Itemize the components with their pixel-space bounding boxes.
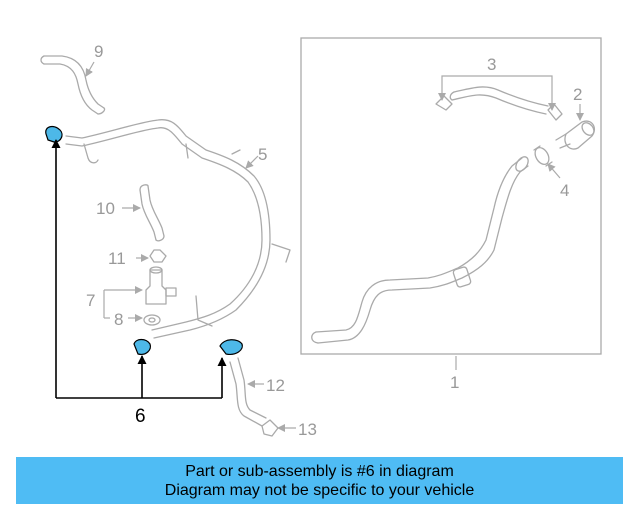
part-1-hose (311, 156, 529, 344)
callout-8: 8 (114, 310, 123, 329)
part-8-washer (143, 314, 161, 326)
part-6-clip-b (133, 338, 151, 355)
part-6-clip-c (219, 339, 243, 355)
info-banner: Part or sub-assembly is #6 in diagram Di… (16, 457, 623, 504)
part-11-clip (149, 249, 167, 263)
part-5-pipe (65, 119, 291, 339)
part-7-valve (145, 266, 177, 305)
part-9-hose (40, 55, 106, 115)
callout-10: 10 (96, 199, 115, 218)
part-12-hose (229, 357, 267, 427)
banner-line-2: Diagram may not be specific to your vehi… (164, 481, 475, 499)
part-10-hose (139, 184, 165, 242)
part-13-clamp (261, 419, 279, 437)
callout-11: 11 (108, 249, 126, 268)
part-4-clamp (533, 145, 553, 167)
callout-1: 1 (450, 373, 459, 392)
callout-9: 9 (94, 42, 103, 61)
assembly-box (300, 37, 602, 355)
callout-3: 3 (487, 55, 496, 74)
part-6-leader (51, 139, 227, 399)
callout-13: 13 (298, 420, 317, 439)
callout-12: 12 (266, 376, 285, 395)
callout-4: 4 (560, 181, 569, 200)
callout-5: 5 (258, 145, 267, 164)
part-6-clip-a (45, 125, 63, 143)
part-2-fitting (555, 120, 596, 150)
callout-6: 6 (135, 406, 146, 427)
callout-7: 7 (86, 291, 95, 310)
part-3-hose (435, 86, 563, 121)
callout-2: 2 (573, 85, 582, 104)
parts-diagram: 9 3 2 4 5 10 11 7 8 12 13 1 6 (40, 37, 602, 439)
banner-line-1: Part or sub-assembly is #6 in diagram (185, 462, 454, 480)
